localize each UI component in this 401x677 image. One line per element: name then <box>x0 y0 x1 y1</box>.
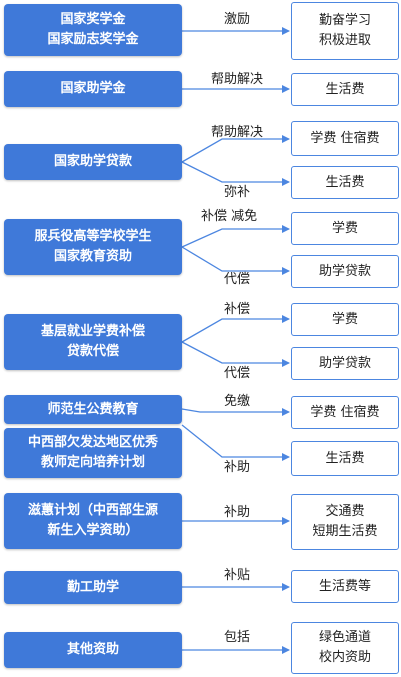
edge-exempt <box>181 408 290 416</box>
target-tuition-housing-2: 学费 住宿费 <box>291 396 399 429</box>
target-travel-expenses: 交通费 短期生活费 <box>291 494 399 550</box>
edge-make-up <box>181 161 290 186</box>
edge-label-compensate-reduce: 补偿 减免 <box>201 209 258 224</box>
edge-compensate <box>181 315 290 343</box>
edge-label-incentive: 激励 <box>223 12 251 27</box>
source-student-loan: 国家助学贷款 <box>4 144 182 180</box>
target-student-loan-1: 助学贷款 <box>291 255 399 288</box>
edge-repay-2 <box>181 341 290 367</box>
target-diligent-study: 勤奋学习 积极进取 <box>291 2 399 60</box>
edge-label-include: 包括 <box>223 630 251 645</box>
target-green-channel: 绿色通道 校内资助 <box>291 622 399 674</box>
edge-label-repay-1: 代偿 <box>223 272 251 287</box>
source-other-aid: 其他资助 <box>4 632 182 668</box>
edge-label-compensate: 补偿 <box>223 302 251 317</box>
target-living-expenses-1: 生活费 <box>291 73 399 106</box>
source-grassroots-compensation: 基层就业学费补偿 贷款代偿 <box>4 314 182 370</box>
target-student-loan-2: 助学贷款 <box>291 347 399 380</box>
edge-label-make-up: 弥补 <box>223 185 251 200</box>
source-zihui-plan: 滋蕙计划（中西部生源 新生入学资助） <box>4 493 182 549</box>
source-scholarship: 国家奖学金 国家励志奖学金 <box>4 4 182 56</box>
edge-help-2 <box>181 135 290 163</box>
source-grant: 国家助学金 <box>4 71 182 107</box>
edge-label-repay-2: 代偿 <box>223 366 251 381</box>
source-teacher-training: 中西部欠发达地区优秀 教师定向培养计划 <box>4 428 182 478</box>
target-tuition-1: 学费 <box>291 212 399 245</box>
edge-label-help-2: 帮助解决 <box>210 125 264 140</box>
target-living-expenses-3: 生活费 <box>291 441 399 476</box>
source-normal-education: 师范生公费教育 <box>4 395 182 424</box>
target-living-expenses-etc: 生活费等 <box>291 570 399 603</box>
source-work-study: 勤工助学 <box>4 571 182 604</box>
edge-label-subsidy-2: 补助 <box>223 505 251 520</box>
target-tuition-2: 学费 <box>291 303 399 336</box>
edge-compensate-reduce <box>181 225 290 248</box>
edge-label-help-1: 帮助解决 <box>210 72 264 87</box>
edge-subsidy-1 <box>181 424 290 461</box>
source-military-aid: 服兵役高等学校学生 国家教育资助 <box>4 219 182 275</box>
edge-label-subsidy-1: 补助 <box>223 460 251 475</box>
edge-label-exempt: 免缴 <box>223 394 251 409</box>
target-tuition-housing-1: 学费 住宿费 <box>291 121 399 156</box>
target-living-expenses-2: 生活费 <box>291 166 399 199</box>
edge-repay-1 <box>181 246 290 275</box>
edge-label-allowance: 补贴 <box>223 568 251 583</box>
